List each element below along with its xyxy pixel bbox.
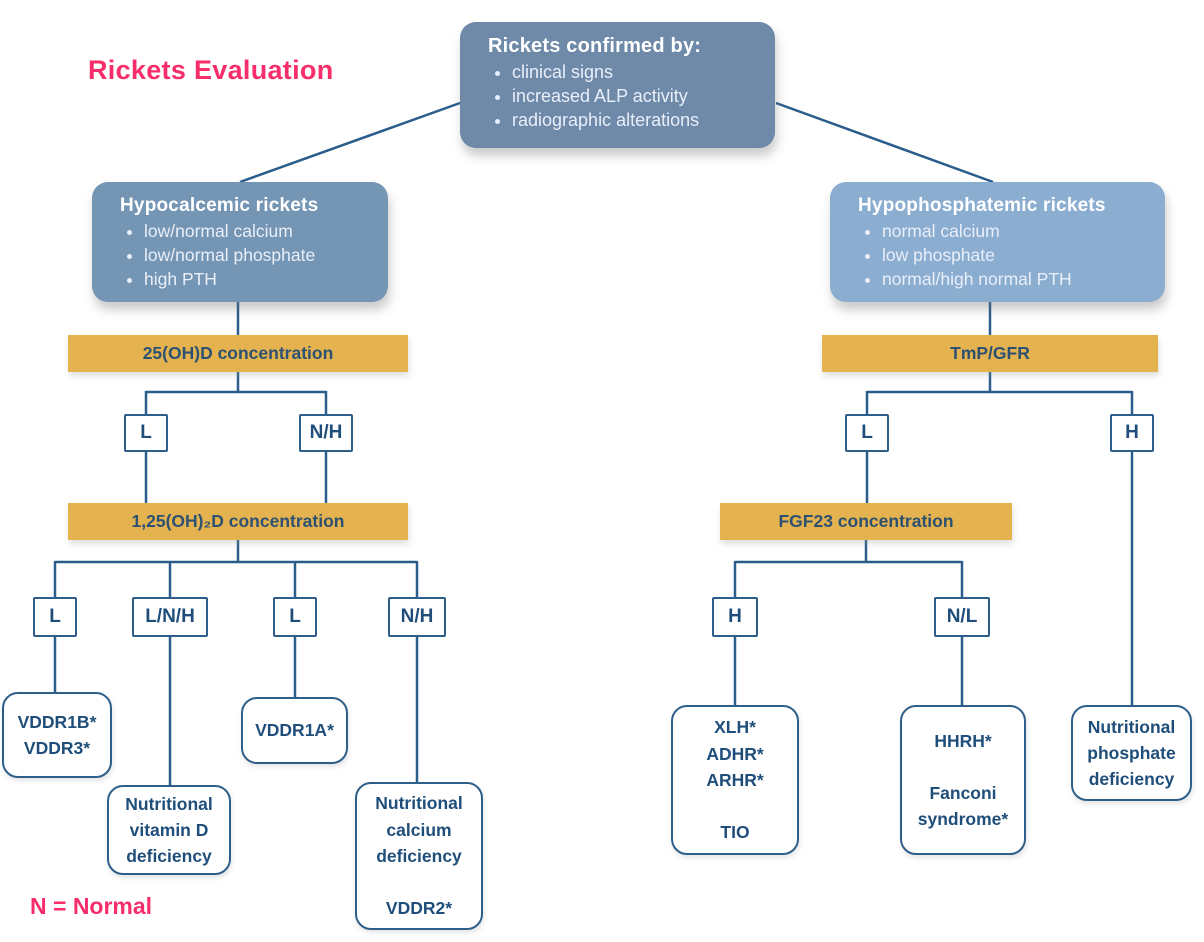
hypophosphatemic-bullet: low phosphate (882, 245, 1151, 266)
root-bullet: increased ALP activity (512, 86, 761, 107)
outcome-line: TIO (720, 822, 750, 843)
outcome-line: ARHR* (706, 769, 764, 790)
outcome-nutritional-calcium-deficiency-vddr2: Nutritional calcium deficiency VDDR2* (355, 782, 483, 930)
outcome-xlh-adhr-arhr-tio: XLH* ADHR* ARHR* TIO (671, 705, 799, 855)
outcome-line: VDDR1B* (17, 711, 97, 732)
root-bullet: radiographic alterations (512, 110, 761, 131)
hypocalcemic-title: Hypocalcemic rickets (120, 195, 319, 216)
hypophosphatemic-title: Hypophosphatemic rickets (858, 195, 1106, 216)
hypocalcemic-bullet: low/normal calcium (144, 221, 374, 242)
result-tag-125ohd-low-2: L (273, 597, 317, 637)
outcome-line: VDDR3* (23, 738, 91, 758)
outcome-line: XLH* (714, 717, 756, 738)
outcome-line: Nutritional (375, 793, 463, 814)
result-tag-fgf23-normal-low: N/L (934, 597, 990, 637)
root-box-bullets: clinical signs increased ALP activity ra… (488, 62, 761, 131)
hypocalcemic-bullet: low/normal phosphate (144, 245, 374, 266)
result-tag-125ohd-lnh: L/N/H (132, 597, 208, 637)
hypophosphatemic-rickets-box: Hypophosphatemic rickets normal calcium … (830, 182, 1165, 302)
outcome-line: deficiency (1088, 769, 1175, 790)
result-tag-125ohd-normal-high: N/H (388, 597, 446, 637)
root-bullet: clinical signs (512, 62, 761, 83)
result-tag-25ohd-normal-high: N/H (299, 414, 353, 452)
hypophosphatemic-bullet: normal/high normal PTH (882, 269, 1151, 290)
test-bar-fgf23: FGF23 concentration (720, 503, 1012, 540)
outcome-line: deficiency (126, 846, 212, 867)
outcome-line: VDDR2* (385, 898, 453, 919)
outcome-hhrh-fanconi: HHRH* Fanconi syndrome* (900, 705, 1026, 855)
result-tag-125ohd-low-1: L (33, 597, 77, 637)
outcome-nutritional-phosphate-deficiency: Nutritional phosphate deficiency (1071, 705, 1192, 801)
outcome-line: ADHR* (706, 743, 764, 764)
hypocalcemic-bullet: high PTH (144, 269, 374, 290)
outcome-line: Nutritional (125, 793, 213, 814)
test-bar-125ohd: 1,25(OH)₂D concentration (68, 503, 408, 540)
root-box-rickets-confirmed: Rickets confirmed by: clinical signs inc… (460, 22, 775, 148)
outcome-line: calcium (386, 819, 452, 840)
test-bar-tmp-gfr: TmP/GFR (822, 335, 1158, 372)
outcome-nutritional-vitamin-d-deficiency: Nutritional vitamin D deficiency (107, 785, 231, 875)
outcome-line: HHRH* (934, 730, 992, 751)
hypophosphatemic-bullet: normal calcium (882, 221, 1151, 242)
result-tag-fgf23-high: H (712, 597, 758, 637)
outcome-line: VDDR1A* (255, 720, 334, 741)
outcome-line: phosphate (1087, 742, 1176, 763)
outcome-vddr1a: VDDR1A* (241, 697, 348, 764)
result-tag-tmpgfr-high: H (1110, 414, 1154, 452)
outcome-line: Nutritional (1087, 716, 1176, 737)
legend-n-normal: N = Normal (30, 893, 153, 919)
hypocalcemic-rickets-box: Hypocalcemic rickets low/normal calcium … (92, 182, 388, 302)
outcome-line: deficiency (376, 845, 462, 866)
hypophosphatemic-bullets: normal calcium low phosphate normal/high… (858, 221, 1151, 290)
outcome-line: syndrome* (917, 809, 1009, 830)
outcome-vddr1b-vddr3: VDDR1B* VDDR3* (2, 692, 112, 778)
hypocalcemic-bullets: low/normal calcium low/normal phosphate … (120, 221, 374, 290)
result-tag-tmpgfr-low: L (845, 414, 889, 452)
outcome-line: Fanconi (929, 783, 997, 803)
test-bar-25ohd: 25(OH)D concentration (68, 335, 408, 372)
outcome-line: vitamin D (129, 819, 209, 840)
result-tag-25ohd-low: L (124, 414, 168, 452)
page-title: Rickets Evaluation (88, 55, 334, 85)
root-box-title: Rickets confirmed by: (488, 35, 702, 57)
